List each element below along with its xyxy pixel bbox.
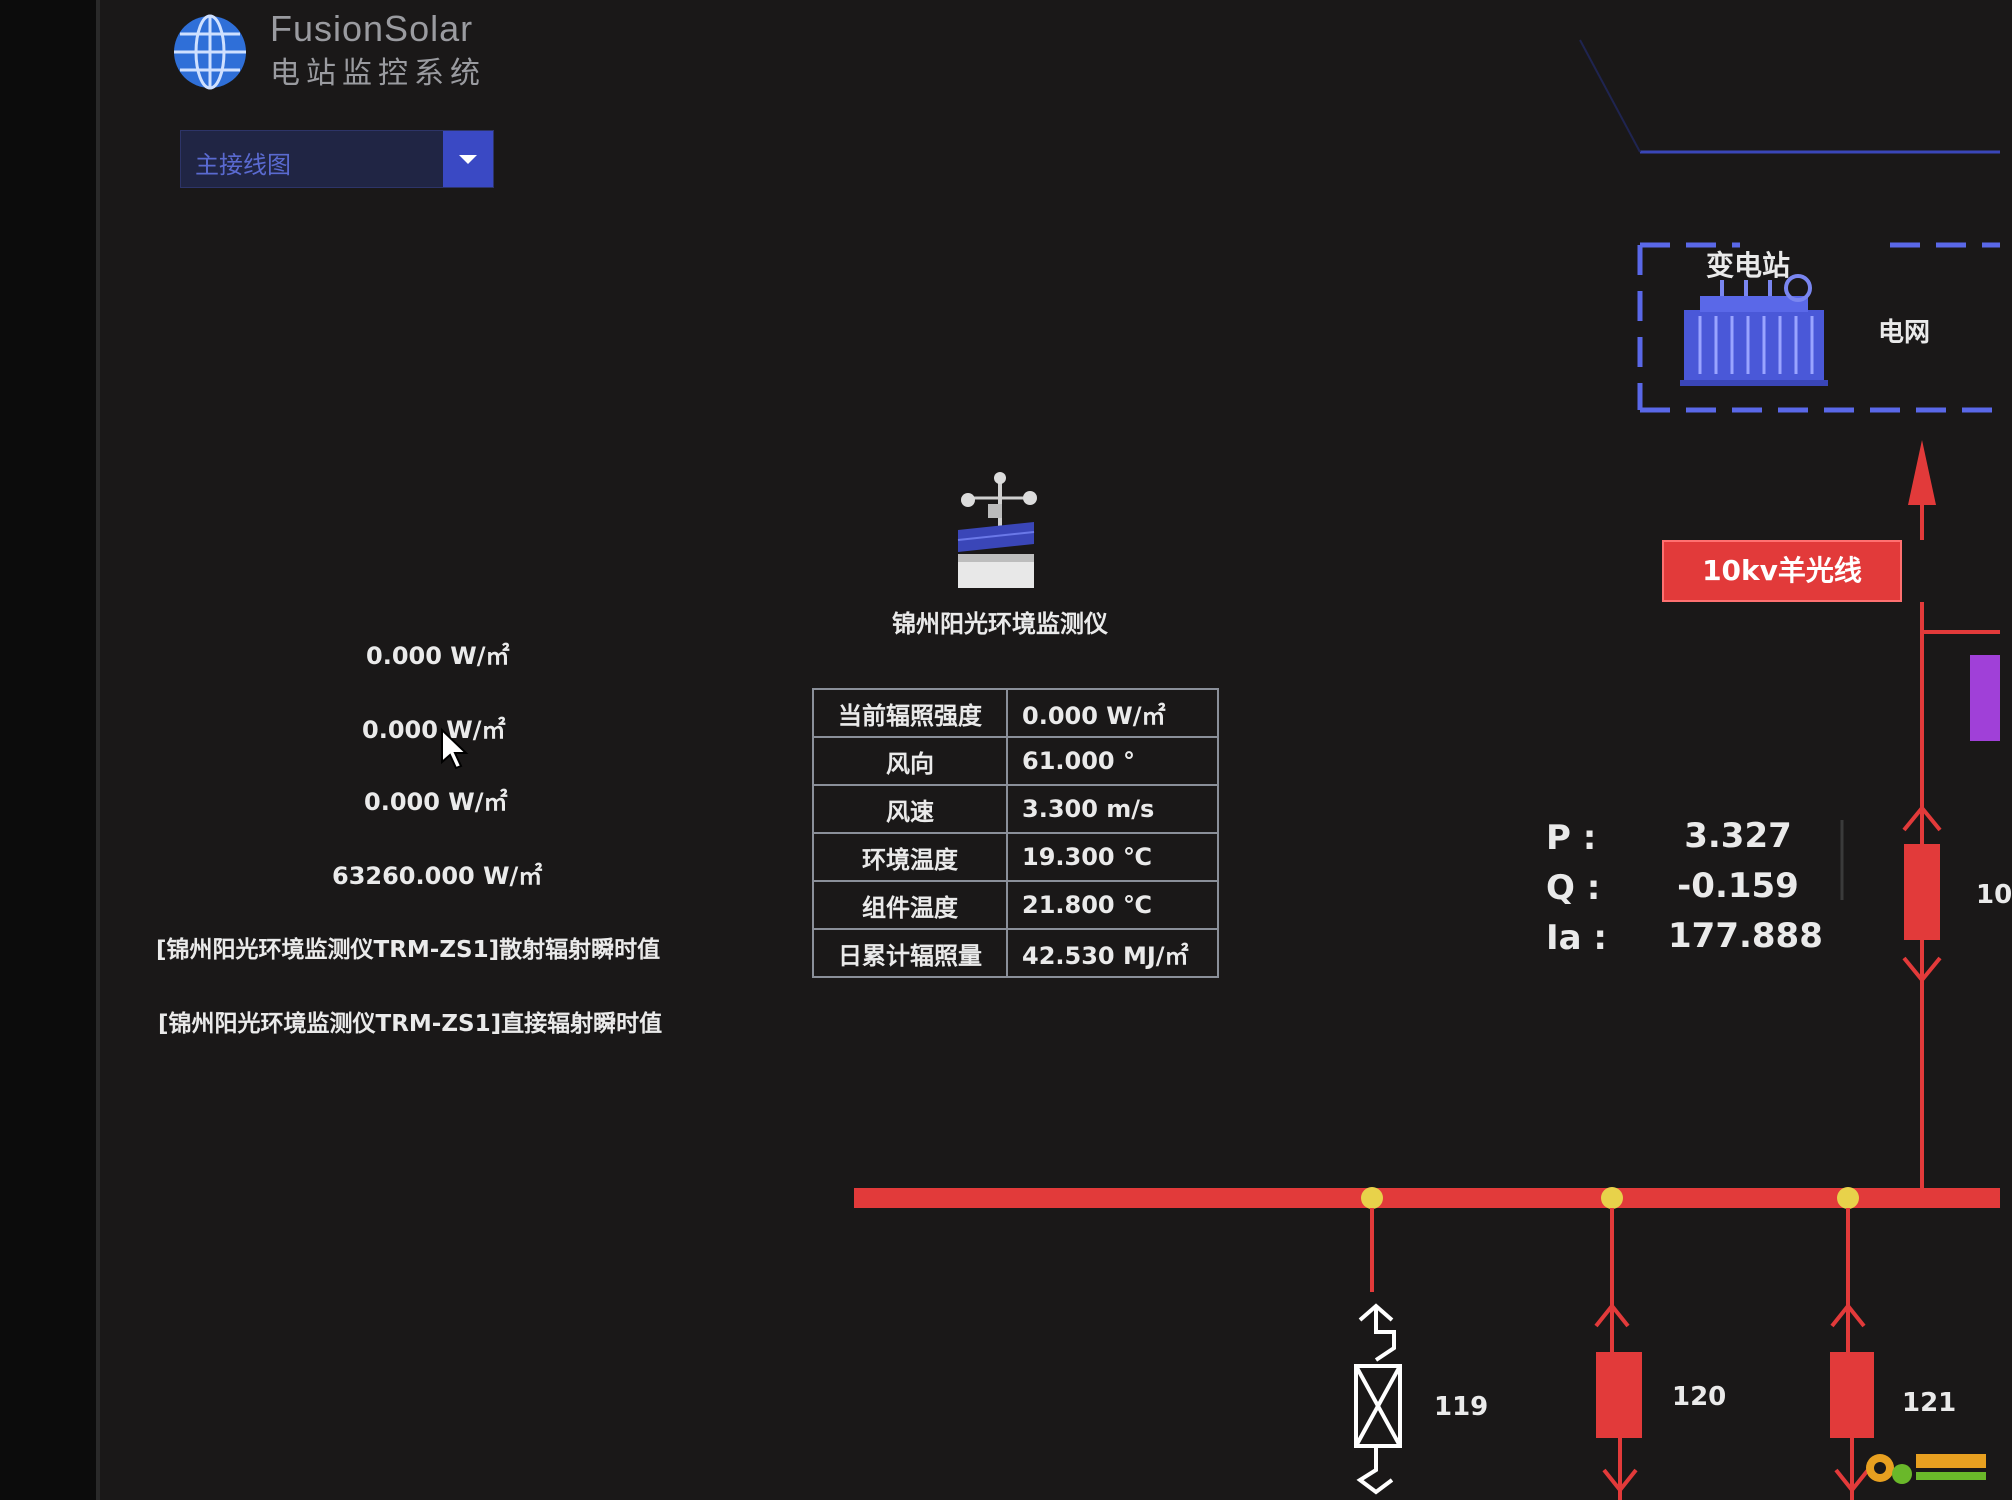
brand-name: FusionSolar xyxy=(270,8,474,49)
chevron-down-icon xyxy=(1902,956,1942,984)
table-cell-value: 19.300 ℃ xyxy=(1006,832,1219,882)
reading-value-1: 0.000 W/㎡ xyxy=(366,642,510,670)
view-select-value: 主接线图 xyxy=(195,151,291,179)
reading-value-2: 0.000 W/㎡ xyxy=(362,716,506,744)
feeder-label-119[interactable]: 119 xyxy=(1434,1392,1489,1422)
reading-value-4: 63260.000 W/㎡ xyxy=(332,862,543,890)
table-row: 组件温度 21.800 ℃ xyxy=(812,880,1219,930)
table-cell-label: 环境温度 xyxy=(812,832,1008,882)
table-row: 风速 3.300 m/s xyxy=(812,784,1219,834)
mouse-cursor-icon xyxy=(441,727,469,770)
table-cell-value: 61.000 ° xyxy=(1006,736,1219,786)
metric-value-ia: 177.888 xyxy=(1668,916,1823,956)
substation-label: 变电站 xyxy=(1706,249,1791,282)
table-cell-value: 3.300 m/s xyxy=(1006,784,1219,834)
direct-radiation-label: [锦州阳光环境监测仪TRM-ZS1]直接辐射瞬时值 xyxy=(158,1011,663,1037)
globe-logo-icon xyxy=(174,14,246,90)
diffuse-radiation-label: [锦州阳光环境监测仪TRM-ZS1]散射辐射瞬时值 xyxy=(156,937,661,963)
monitor-bezel xyxy=(0,0,96,1500)
feeder-label-partial: 10 xyxy=(1976,880,2012,910)
purple-device-block xyxy=(1970,655,2000,741)
weather-station-icon[interactable] xyxy=(948,468,1044,598)
transformer-icon xyxy=(1680,274,1828,386)
watermark-logo-icon xyxy=(1866,1454,1986,1484)
busbar xyxy=(854,1188,2000,1208)
line-name-badge[interactable]: 10kv羊光线 xyxy=(1662,540,1902,602)
table-cell-label: 日累计辐照量 xyxy=(812,928,1008,978)
disconnect-switch-icon xyxy=(1354,1364,1402,1448)
grid-label: 电网 xyxy=(1878,318,1931,348)
chevron-up-icon xyxy=(1902,804,1942,832)
table-cell-value: 42.530 MJ/㎡ xyxy=(1006,928,1219,978)
bus-node-120 xyxy=(1601,1187,1623,1209)
metric-key-p: P : xyxy=(1546,818,1597,858)
table-cell-label: 风速 xyxy=(812,784,1008,834)
table-cell-label: 组件温度 xyxy=(812,880,1008,930)
header-divider-slope xyxy=(1579,39,1641,153)
metric-key-q: Q : xyxy=(1546,868,1601,908)
table-row: 日累计辐照量 42.530 MJ/㎡ xyxy=(812,928,1219,978)
chevron-down-icon[interactable] xyxy=(443,131,493,187)
env-data-table: 当前辐照强度 0.000 W/㎡ 风向 61.000 ° 风速 3.300 m/… xyxy=(812,688,1219,978)
metric-value-q: -0.159 xyxy=(1677,866,1799,906)
feeder-label-120[interactable]: 120 xyxy=(1672,1382,1727,1412)
breaker-block xyxy=(1904,844,1940,940)
table-cell-value: 0.000 W/㎡ xyxy=(1006,688,1219,738)
metric-value-p: 3.327 xyxy=(1684,816,1792,856)
arrow-up-icon xyxy=(1908,440,1936,505)
feeder-label-121[interactable]: 121 xyxy=(1902,1388,1957,1418)
view-select-dropdown[interactable]: 主接线图 xyxy=(180,130,494,188)
table-row: 环境温度 19.300 ℃ xyxy=(812,832,1219,882)
table-row: 风向 61.000 ° xyxy=(812,736,1219,786)
breaker-block-120 xyxy=(1596,1352,1642,1438)
breaker-block-121 xyxy=(1830,1352,1874,1438)
reading-value-3: 0.000 W/㎡ xyxy=(364,788,508,816)
table-row: 当前辐照强度 0.000 W/㎡ xyxy=(812,688,1219,738)
bus-node-119 xyxy=(1361,1187,1383,1209)
table-cell-value: 21.800 ℃ xyxy=(1006,880,1219,930)
table-cell-label: 风向 xyxy=(812,736,1008,786)
monitor-bezel-edge xyxy=(96,0,100,1500)
brand-subtitle: 电站监控系统 xyxy=(270,56,486,91)
metric-key-ia: Ia : xyxy=(1546,918,1608,958)
env-monitor-name: 锦州阳光环境监测仪 xyxy=(892,610,1108,638)
bus-node-121 xyxy=(1837,1187,1859,1209)
table-cell-label: 当前辐照强度 xyxy=(812,688,1008,738)
